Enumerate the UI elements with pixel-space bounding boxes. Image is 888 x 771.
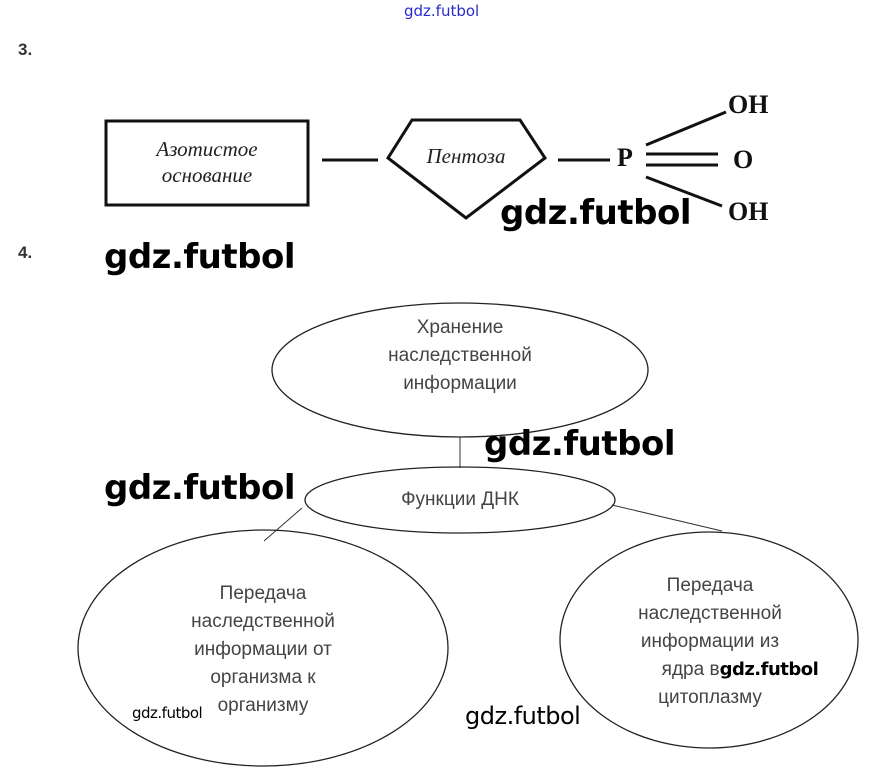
top-node-ellipse: [271, 302, 649, 438]
watermark: gdz.futbol: [484, 424, 675, 464]
watermark: gdz.futbol: [500, 193, 691, 233]
center-node-ellipse: [304, 466, 616, 534]
right-node-line4-text: ядра в: [661, 659, 720, 680]
task-3-number: 3.: [18, 40, 33, 59]
right-node-line5: цитоплазму: [658, 687, 762, 708]
pentose-label: Пентоза: [426, 144, 506, 168]
top-node-line3: информации: [403, 373, 517, 394]
connector-line: [263, 507, 303, 542]
right-node-ellipse: [559, 531, 859, 749]
watermark: gdz.futbol: [104, 237, 295, 277]
left-node-line5: организму: [217, 695, 309, 716]
nitrogen-base-line2: основание: [161, 163, 253, 187]
left-node-line2: наследственной: [191, 611, 335, 632]
watermark: gdz.futbol: [132, 704, 203, 722]
pentose-pentagon: [386, 118, 548, 220]
top-node-line1: Хранение: [416, 317, 504, 338]
left-node-line1: Передача: [219, 583, 307, 604]
watermark: gdz.futbol: [719, 659, 819, 680]
left-node-line4: организма к: [210, 667, 316, 688]
top-node-line2: наследственной: [388, 345, 532, 366]
left-node-text: Передача наследственной информации от ор…: [148, 580, 378, 720]
top-node-text: Хранение наследственной информации: [330, 314, 590, 398]
watermark: gdz.futbol: [104, 468, 295, 508]
right-node-line2: наследственной: [638, 603, 782, 624]
bond-line: [645, 110, 727, 147]
o-middle-label: O: [733, 145, 754, 174]
phosphorus-label: P: [617, 143, 633, 172]
oh-top-label: OH: [728, 90, 769, 119]
left-node-line3: информации от: [194, 639, 332, 660]
center-node-text: Функции ДНК: [401, 489, 519, 510]
nitrogen-base-line1: Азотистое: [156, 137, 258, 161]
right-node-line3: информации из: [640, 631, 780, 652]
right-node-text: Передача наследственной информации из яд…: [600, 572, 820, 712]
right-node-line4: ядра вgdz.futbol: [600, 656, 820, 684]
task-4-number: 4.: [18, 243, 33, 262]
left-node-ellipse: [77, 529, 449, 767]
connector-line: [611, 504, 723, 532]
top-watermark: gdz.futbol: [404, 2, 480, 20]
nitrogen-base-box: [104, 119, 310, 207]
bond-line: [645, 175, 723, 208]
watermark: gdz.futbol: [465, 702, 581, 730]
right-node-line1: Передача: [666, 575, 754, 596]
oh-bottom-label: OH: [728, 197, 769, 226]
nitrogen-base-label: Азотистое основание: [106, 136, 308, 188]
